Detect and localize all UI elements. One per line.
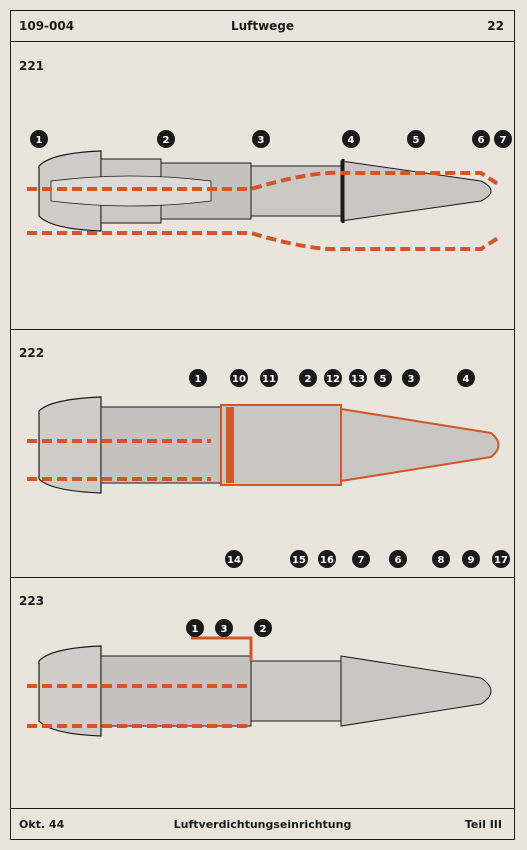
svg-text:3: 3 <box>221 624 228 635</box>
callout-markers: 1 3 2 <box>186 619 272 637</box>
svg-text:8: 8 <box>438 555 445 566</box>
svg-text:4: 4 <box>463 374 470 385</box>
figure-number-221: 221 <box>19 59 45 73</box>
svg-text:3: 3 <box>258 135 265 146</box>
engine-body <box>38 150 492 232</box>
page-frame: 109-004 Luftwege 22 221 1 2 3 4 5 6 7 <box>10 10 515 840</box>
svg-text:3: 3 <box>408 374 415 385</box>
svg-text:5: 5 <box>413 135 420 146</box>
svg-text:16: 16 <box>320 555 334 566</box>
svg-text:12: 12 <box>326 374 340 385</box>
footer-date: Okt. 44 <box>19 818 65 831</box>
svg-text:6: 6 <box>478 135 485 146</box>
page-header: 109-004 Luftwege 22 <box>11 11 514 42</box>
footer-title: Luftverdichtungseinrichtung <box>173 818 352 831</box>
figure-divider <box>11 577 514 578</box>
page-footer: Okt. 44 Luftverdichtungseinrichtung Teil… <box>11 808 514 839</box>
svg-text:13: 13 <box>351 374 365 385</box>
svg-text:2: 2 <box>305 374 312 385</box>
doc-code: 109-004 <box>19 19 75 33</box>
svg-text:17: 17 <box>494 555 508 566</box>
engine-diagram-221: 1 2 3 4 5 6 7 <box>27 130 512 252</box>
callout-markers: 1 2 3 4 5 6 7 <box>30 130 512 148</box>
svg-text:15: 15 <box>292 555 306 566</box>
svg-text:14: 14 <box>227 555 241 566</box>
engine-diagram-222: 1 10 11 2 12 13 5 3 4 14 15 16 7 6 8 9 1… <box>27 369 510 568</box>
figure-divider <box>11 329 514 330</box>
svg-text:6: 6 <box>395 555 402 566</box>
figure-number-222: 222 <box>19 346 45 360</box>
figure-number-223: 223 <box>19 594 45 608</box>
svg-text:1: 1 <box>192 624 199 635</box>
svg-text:1: 1 <box>36 135 43 146</box>
engine-body <box>38 636 492 737</box>
svg-text:10: 10 <box>232 374 246 385</box>
svg-text:5: 5 <box>380 374 387 385</box>
engine-diagram-223: 1 3 2 <box>27 619 492 737</box>
air-flow-arrows <box>27 684 251 728</box>
svg-text:7: 7 <box>500 135 507 146</box>
svg-text:2: 2 <box>260 624 267 635</box>
svg-text:7: 7 <box>358 555 365 566</box>
callout-markers: 1 10 11 2 12 13 5 3 4 14 15 16 7 6 8 9 1… <box>189 369 510 568</box>
svg-text:1: 1 <box>195 374 202 385</box>
page-number: 22 <box>487 19 504 33</box>
engine-body <box>38 396 500 494</box>
svg-text:4: 4 <box>348 135 355 146</box>
air-flow-arrows <box>27 170 503 252</box>
footer-part: Teil III <box>464 818 502 831</box>
svg-text:2: 2 <box>163 135 170 146</box>
svg-text:9: 9 <box>468 555 475 566</box>
air-flow-arrows <box>27 439 211 481</box>
svg-text:11: 11 <box>262 374 276 385</box>
page-title: Luftwege <box>230 19 295 33</box>
